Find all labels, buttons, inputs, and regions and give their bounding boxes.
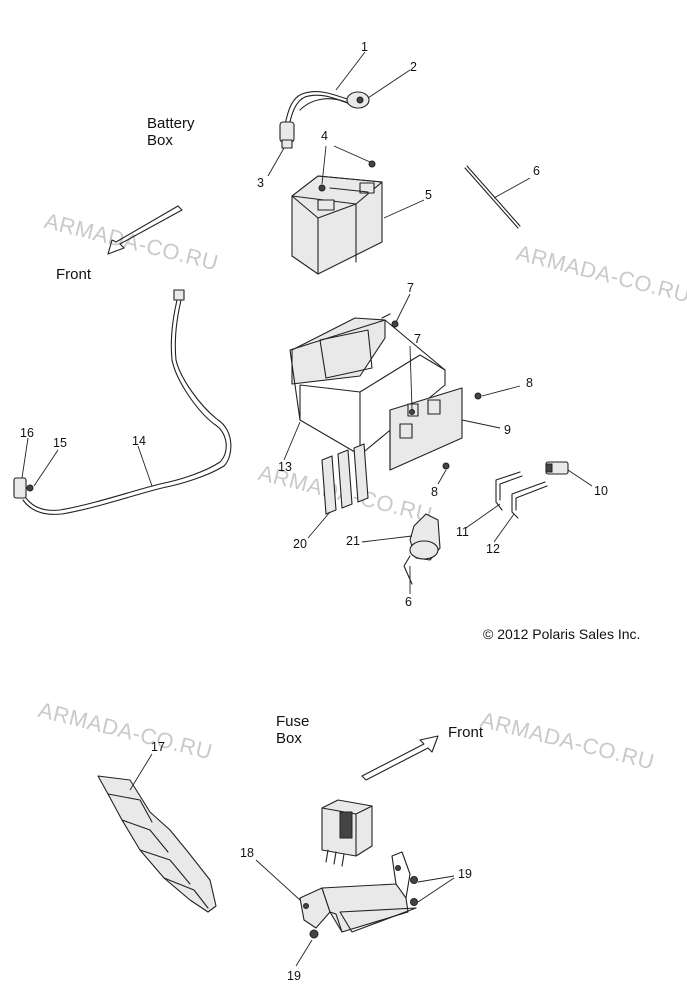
relay: [545, 461, 569, 475]
callout-2: 2: [410, 60, 417, 74]
callout-20: 20: [293, 537, 307, 551]
callout-19-right: 19: [458, 867, 472, 881]
callout-4: 4: [321, 129, 328, 143]
copyright-notice: © 2012 Polaris Sales Inc.: [483, 626, 641, 642]
battery-tray: [289, 313, 482, 471]
fuse-box: [321, 799, 373, 867]
callout-12: 12: [486, 542, 500, 556]
front-arrow-lower: [361, 735, 439, 781]
battery: [291, 160, 383, 275]
battery-cable-harness: [279, 91, 370, 149]
callout-14: 14: [132, 434, 146, 448]
callout-17: 17: [151, 740, 165, 754]
front-label-lower: Front: [448, 724, 484, 741]
callout-8-right: 8: [526, 376, 533, 390]
callout-15: 15: [53, 436, 67, 450]
callout-7-upper: 7: [407, 281, 414, 295]
fuse-box-cover: [97, 775, 217, 913]
fuse-holders: [495, 471, 548, 519]
callout-18: 18: [240, 846, 254, 860]
solenoid: [403, 513, 441, 585]
front-label-upper: Front: [56, 266, 92, 283]
battery-box-caption: Battery Box: [147, 115, 195, 149]
foam-pads: [321, 443, 369, 515]
fuse-box-bracket: [299, 851, 418, 939]
front-arrow-upper: [107, 205, 183, 255]
callout-9: 9: [504, 423, 511, 437]
callout-7-lower: 7: [414, 332, 421, 346]
ground-cable: [13, 289, 232, 515]
callout-6-lower: 6: [405, 595, 412, 609]
callout-8-lower: 8: [431, 485, 438, 499]
callout-5: 5: [425, 188, 432, 202]
callout-13: 13: [278, 460, 292, 474]
fuse-box-caption: Fuse Box: [276, 713, 310, 747]
callout-11: 11: [456, 525, 469, 539]
callout-16: 16: [20, 426, 34, 440]
battery-strap: [464, 165, 521, 229]
callout-3: 3: [257, 176, 264, 190]
callout-21: 21: [346, 534, 360, 548]
callout-leaders: [21, 51, 593, 967]
callout-10: 10: [594, 484, 608, 498]
callout-19-lower: 19: [287, 969, 301, 983]
callout-6-upper: 6: [533, 164, 540, 178]
callout-1: 1: [361, 40, 368, 54]
